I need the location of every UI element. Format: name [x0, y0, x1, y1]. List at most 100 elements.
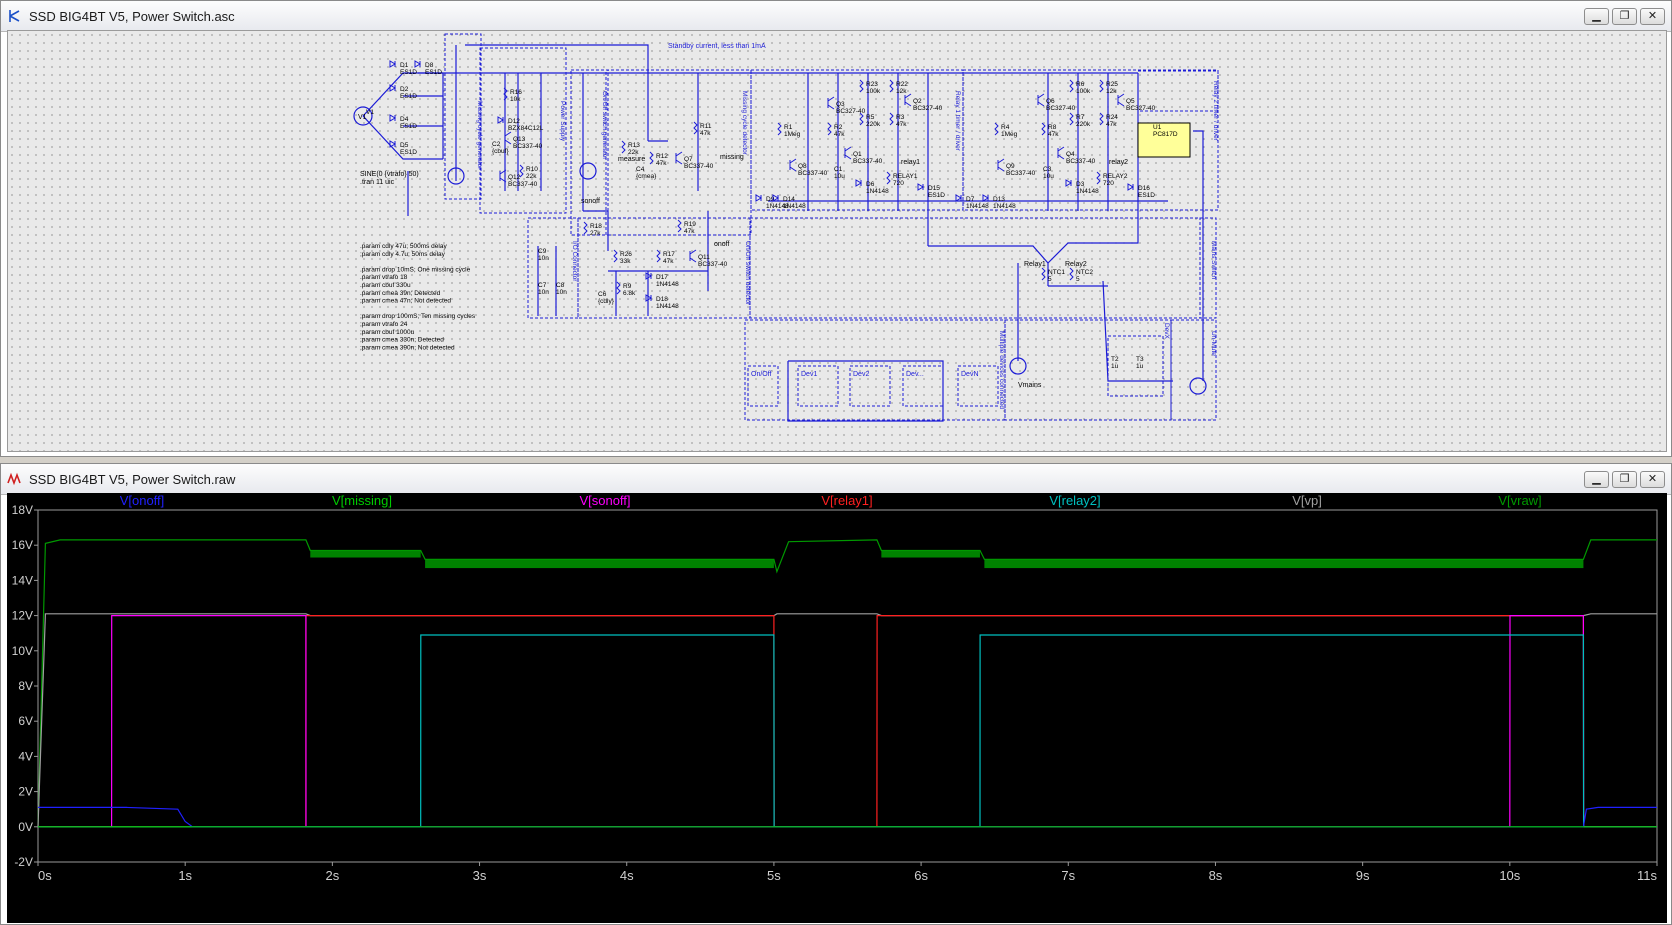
diode-symbol [645, 294, 652, 302]
device-box-label: Dev... [906, 371, 924, 378]
net-label: relay2 [1109, 159, 1128, 166]
component-ref: Q7 [684, 156, 693, 163]
voltage-source-symbol [1189, 377, 1207, 395]
component-value: 1N4148 [656, 281, 679, 288]
schematic-wire [1193, 130, 1204, 381]
waveform-restore-button[interactable]: ❐ [1612, 471, 1637, 488]
component-value: 47k [700, 130, 711, 137]
section-label: Un-Mute [1210, 331, 1217, 356]
resistor-symbol [1041, 267, 1046, 281]
schematic-wire [465, 44, 649, 141]
series-line [38, 615, 1657, 828]
resistor-symbol [677, 219, 682, 233]
resistor-symbol [519, 164, 524, 178]
series-line [37, 539, 1657, 827]
schematic-titlebar[interactable]: SSD BIG4BT V5, Power Switch.asc ▁ ❐ ✕ [1, 1, 1671, 32]
component-value: 10k [510, 96, 521, 103]
transistor-symbol [1057, 146, 1065, 160]
schematic-app-icon [9, 10, 20, 22]
component-ref: R19 [684, 221, 696, 228]
component-ref: R26 [620, 251, 632, 258]
y-tick-label: 8V [18, 679, 33, 693]
transistor-symbol [1117, 93, 1125, 107]
component-value: {cmea} [636, 173, 657, 180]
component-ref: C2 [492, 141, 501, 148]
component-ref: Q12 [508, 174, 521, 181]
diode-symbol [389, 114, 396, 122]
component-ref: D5 [400, 142, 409, 149]
component-value: 1N4148 [783, 203, 806, 210]
component-ref: C4 [636, 166, 645, 173]
component-value: 22k [628, 149, 639, 156]
ripple-band [425, 559, 774, 569]
section-label: Missing cycle detector [741, 91, 748, 156]
waveform-close-button[interactable]: ✕ [1640, 471, 1665, 488]
component-value: 47k [656, 160, 667, 167]
component-value: {cdly} [598, 298, 615, 305]
resistor-symbol [616, 281, 621, 295]
device-box [747, 365, 779, 407]
device-box-label: Dev2 [853, 371, 869, 378]
net-label: measure [618, 156, 645, 163]
y-tick-label: 12V [12, 609, 33, 623]
tran-directive: .tran 11 uic [360, 179, 395, 186]
waveform-window[interactable]: SSD BIG4BT V5, Power Switch.raw ▁ ❐ ✕ 18… [0, 463, 1672, 925]
component-value: 10n [538, 255, 549, 262]
schematic-window[interactable]: SSD BIG4BT V5, Power Switch.asc ▁ ❐ ✕ V1… [0, 0, 1672, 457]
component-value: 12k [1106, 88, 1117, 95]
component-ref: R3 [896, 114, 905, 121]
ripple-band [310, 550, 421, 558]
component-ref: R11 [700, 123, 712, 130]
component-ref: Q4 [1066, 151, 1075, 158]
component-value: 720 [1103, 180, 1114, 187]
schematic-wire [583, 210, 609, 251]
schematic-restore-button[interactable]: ❐ [1612, 8, 1637, 25]
waveform-minimize-button[interactable]: ▁ [1584, 471, 1609, 488]
component-value: 220k [866, 121, 881, 128]
component-ref: C8 [556, 282, 565, 289]
component-value: 720 [893, 180, 904, 187]
component-value: BC337-40 [684, 163, 714, 170]
x-tick-label: 11s [1637, 868, 1657, 883]
section-label: I/O Connector [571, 241, 578, 282]
param-directive: ;param cbuf 1000u [360, 329, 415, 336]
component-ref: R7 [1076, 114, 1085, 121]
transistor-symbol [689, 249, 697, 263]
transistor-symbol [504, 131, 512, 145]
component-ref: R9 [623, 283, 632, 290]
component-ref: Q13 [513, 136, 526, 143]
resistor-symbol [859, 112, 864, 126]
x-tick-label: 7s [1061, 868, 1075, 883]
y-tick-label: 10V [12, 644, 33, 658]
component-ref: R17 [663, 251, 675, 258]
diode-symbol [497, 116, 504, 124]
component-value: BC337-40 [1066, 158, 1096, 165]
schematic-window-title: SSD BIG4BT V5, Power Switch.asc [29, 9, 235, 24]
series-line [38, 806, 1657, 828]
legend-entry: V[vp] [1292, 493, 1322, 508]
component-value: ES1D [425, 69, 442, 76]
component-value: 10u [1043, 173, 1054, 180]
waveform-titlebar[interactable]: SSD BIG4BT V5, Power Switch.raw ▁ ❐ ✕ [1, 464, 1671, 495]
source-spec: SINE(0 {vtrafo} 50) [360, 171, 419, 178]
component-value: 100k [1076, 88, 1091, 95]
schematic-close-button[interactable]: ✕ [1640, 8, 1665, 25]
component-ref: R23 [866, 81, 878, 88]
section-box [527, 217, 579, 319]
component-value: 220k [1076, 121, 1091, 128]
component-ref: D14 [783, 196, 795, 203]
schematic-minimize-button[interactable]: ▁ [1584, 8, 1609, 25]
resistor-symbol [656, 249, 661, 263]
resistor-symbol [1069, 79, 1074, 93]
transistor-symbol [789, 158, 797, 172]
y-tick-label: 4V [18, 749, 33, 763]
diode-symbol [955, 194, 962, 202]
legend-entry: V[relay1] [821, 493, 872, 508]
device-box-label: Dev1 [801, 371, 817, 378]
waveform-app-icon [7, 472, 21, 486]
component-value: ES1D [928, 192, 945, 199]
component-ref: D9 [766, 196, 775, 203]
